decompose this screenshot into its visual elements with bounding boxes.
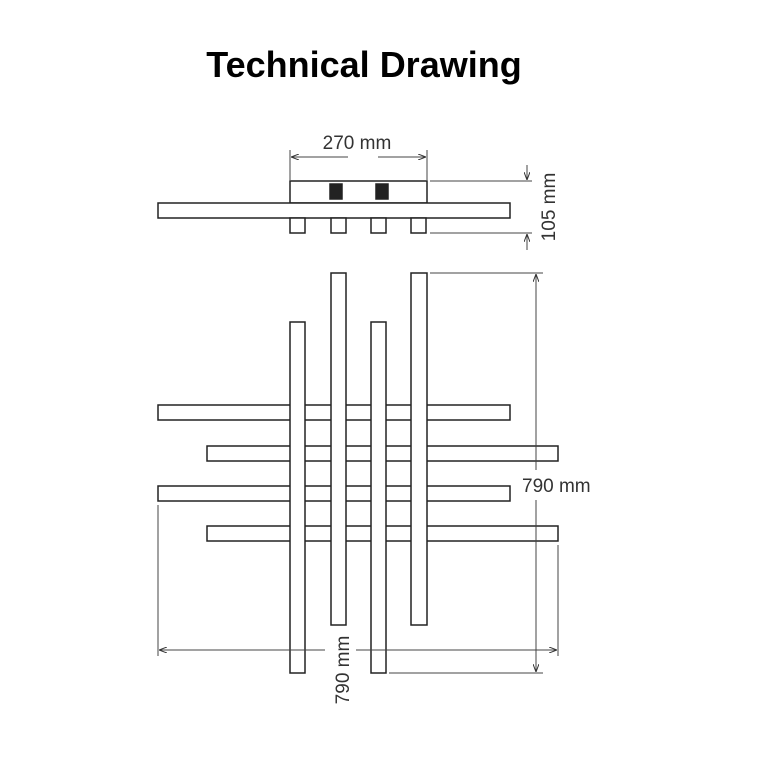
light-bar-side [157,202,511,219]
dimension-270 [289,150,428,180]
mount-square [370,217,387,234]
dimension-label-105: 105 mm [539,173,560,242]
vertical-bar [289,321,306,674]
driver-block [375,183,389,200]
driver-block [329,183,343,200]
dimension-790-horizontal [157,505,559,656]
page-title: Technical Drawing [206,44,522,85]
top-view [157,272,559,674]
dimension-105 [430,165,532,250]
dimension-label-790-height: 790 mm [522,476,591,497]
mount-square [330,217,347,234]
mount-square [410,217,427,234]
vertical-bar [410,272,428,626]
vertical-bar [330,272,347,626]
vertical-bar [370,321,387,674]
canopy-box [289,180,428,204]
dimension-label-790-width: 790 mm [333,636,354,705]
side-view [157,180,511,234]
dimension-790-vertical [389,272,543,674]
dimension-label-270: 270 mm [323,133,392,154]
mount-square [289,217,306,234]
